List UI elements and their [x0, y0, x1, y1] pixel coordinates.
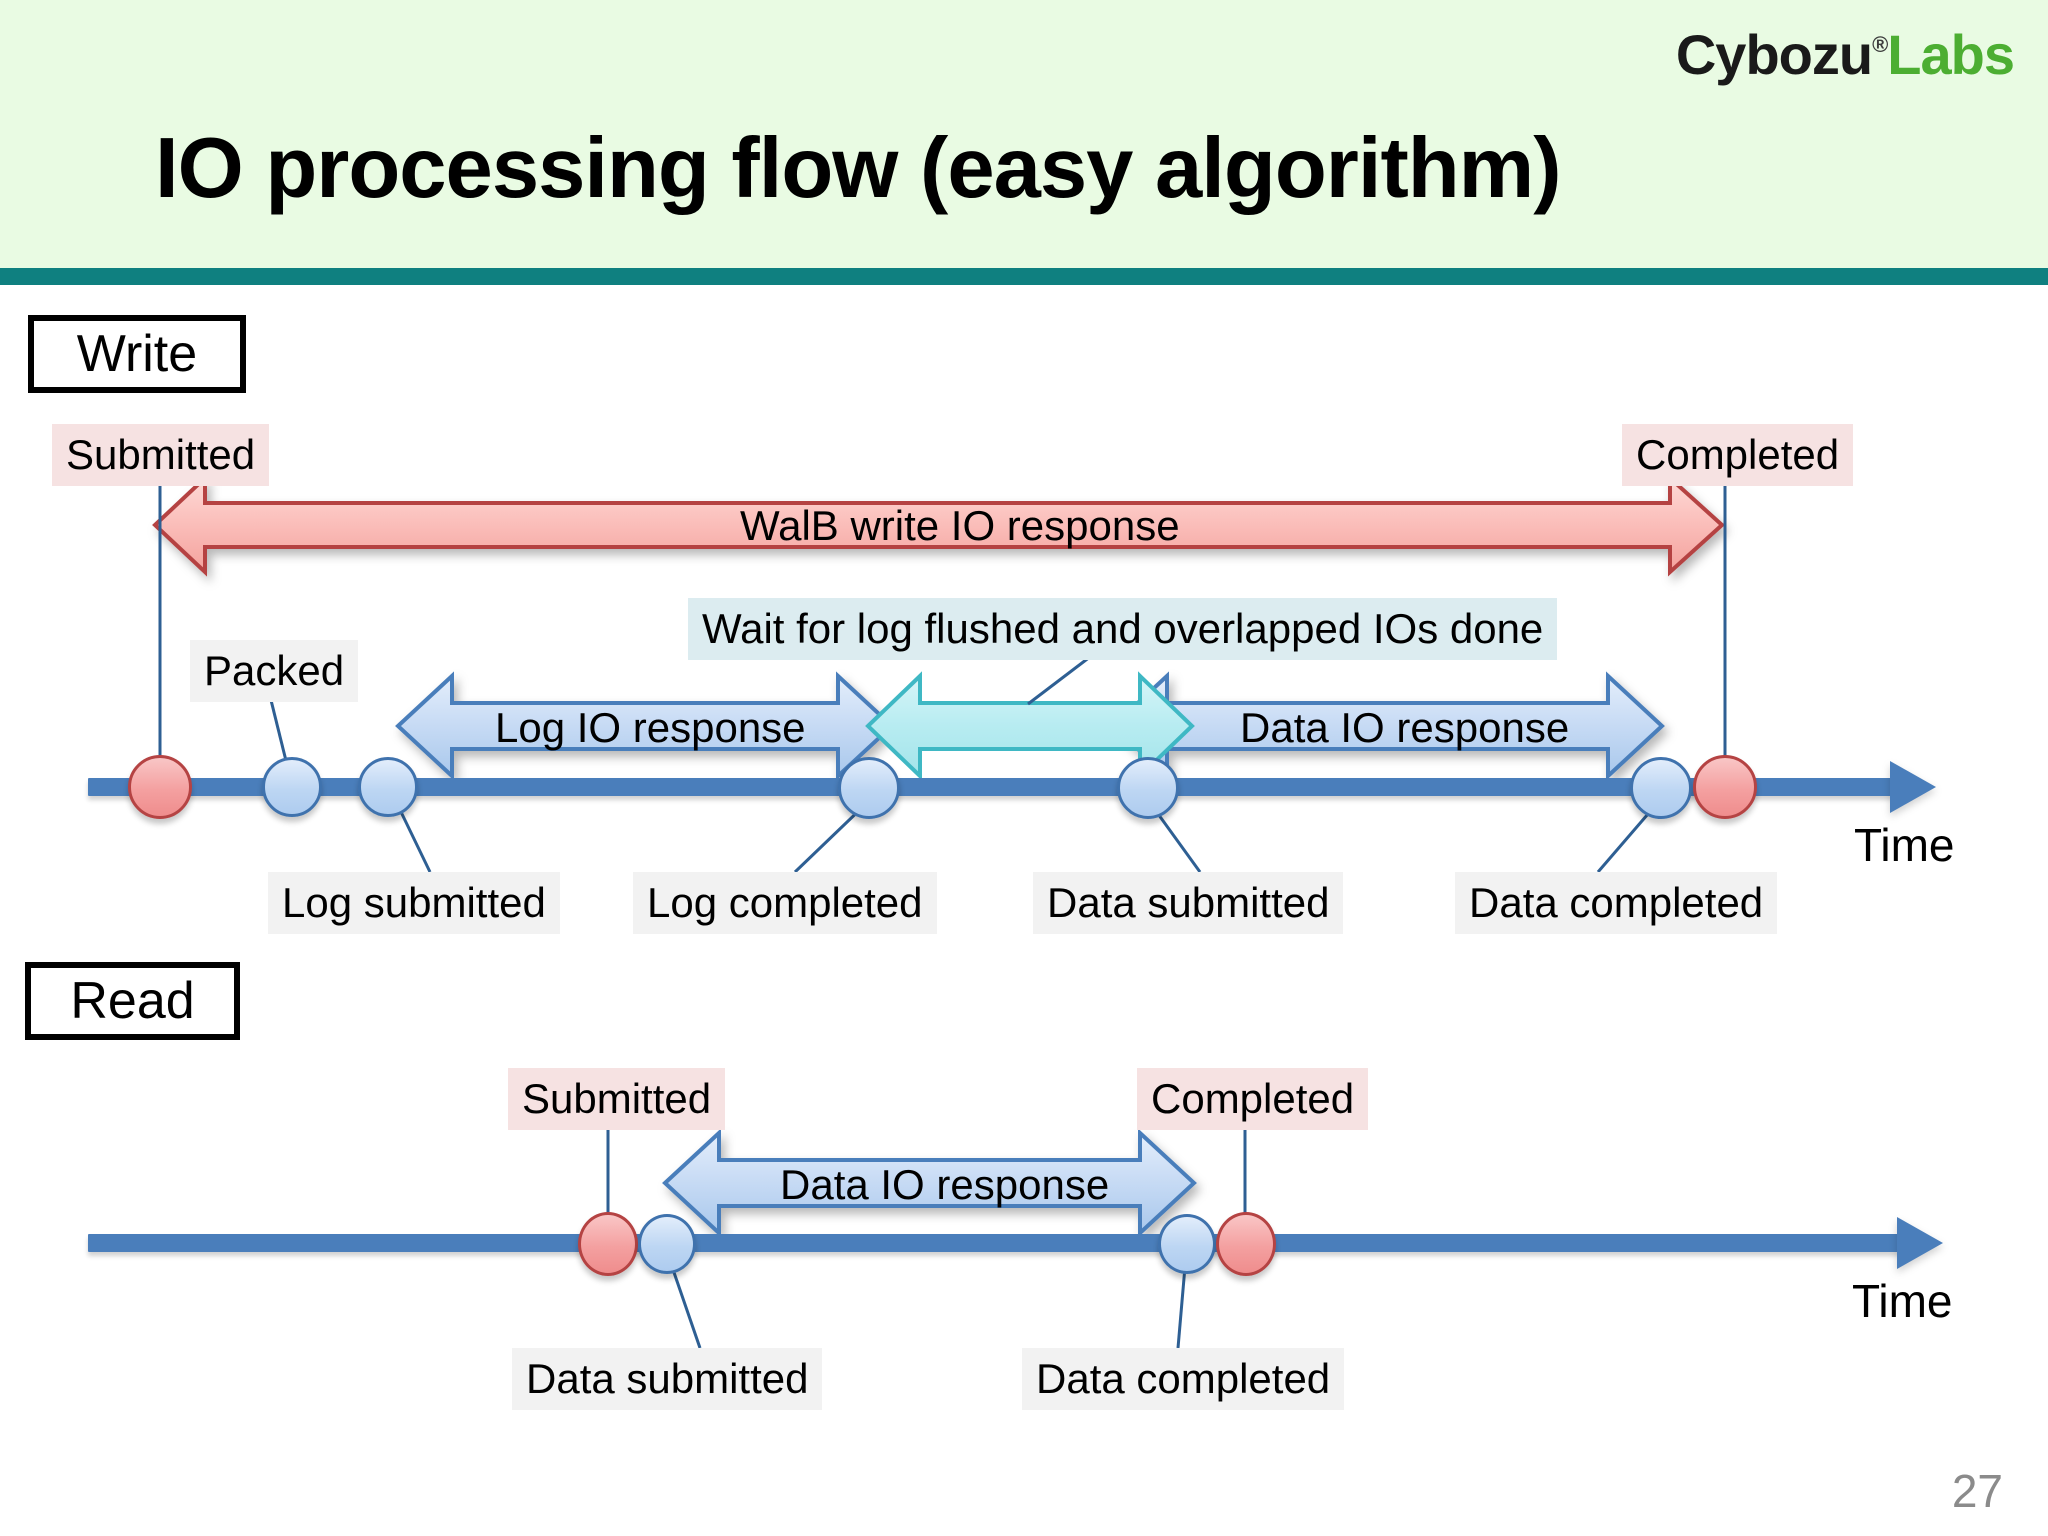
section-label-read: Read: [70, 972, 195, 1030]
write-node-data-submitted: [1117, 757, 1179, 819]
read-node-data-submitted: [638, 1214, 696, 1274]
section-box-write: Write: [28, 315, 246, 393]
write-node-completed: [1693, 755, 1757, 819]
write-node-data-completed: [1630, 757, 1692, 819]
page-number: 27: [1951, 1465, 2003, 1517]
write-time-axis-label: Time: [1854, 819, 1955, 871]
write-bottom-label-data-completed: Data completed: [1455, 872, 1778, 935]
packed-label: Packed: [190, 640, 359, 703]
section-box-read: Read: [25, 962, 240, 1040]
read-node-submitted: [578, 1212, 638, 1276]
write-submitted-label: Submitted: [52, 424, 270, 487]
walb-write-io-response-label: WalB write IO response: [740, 502, 1180, 549]
logo-labs-text: Labs: [1887, 23, 2015, 86]
read-node-completed: [1216, 1212, 1276, 1276]
write-data-io-response-label: Data IO response: [1240, 704, 1570, 751]
read-node-data-completed: [1158, 1214, 1216, 1274]
write-timeline-axis: [88, 778, 1903, 796]
cybozu-labs-logo: Cybozu®Labs: [1675, 22, 2015, 87]
read-submitted-label: Submitted: [508, 1068, 726, 1131]
logo-registered-icon: ®: [1872, 32, 1888, 57]
read-data-io-response-label: Data IO response: [780, 1161, 1110, 1208]
write-bottom-label-log-submitted: Log submitted: [268, 872, 560, 935]
wait-for-log-flushed-label: Wait for log flushed and overlapped IOs …: [688, 598, 1558, 661]
section-label-write: Write: [76, 325, 198, 383]
write-node-log-submitted: [358, 757, 418, 817]
read-bottom-label-data-submitted: Data submitted: [512, 1348, 823, 1411]
write-node-packed: [262, 757, 322, 817]
read-timeline-axis: [88, 1234, 1910, 1252]
write-bottom-label-data-submitted: Data submitted: [1033, 872, 1344, 935]
log-io-response-label: Log IO response: [495, 704, 806, 751]
read-time-axis-label: Time: [1852, 1275, 1953, 1327]
write-completed-label: Completed: [1622, 424, 1854, 487]
write-node-submitted: [128, 755, 192, 819]
header-band: [0, 0, 2048, 268]
page-title: IO processing flow (easy algorithm): [155, 121, 1562, 216]
read-bottom-label-data-completed: Data completed: [1022, 1348, 1345, 1411]
header-divider-rule: [0, 268, 2048, 285]
write-timeline-arrowhead-icon: [1890, 761, 1936, 813]
logo-cybozu-text: Cybozu: [1675, 23, 1873, 86]
write-bottom-label-log-completed: Log completed: [633, 872, 937, 935]
read-timeline-arrowhead-icon: [1897, 1217, 1943, 1269]
read-completed-label: Completed: [1137, 1068, 1369, 1131]
write-node-log-completed: [838, 757, 900, 819]
